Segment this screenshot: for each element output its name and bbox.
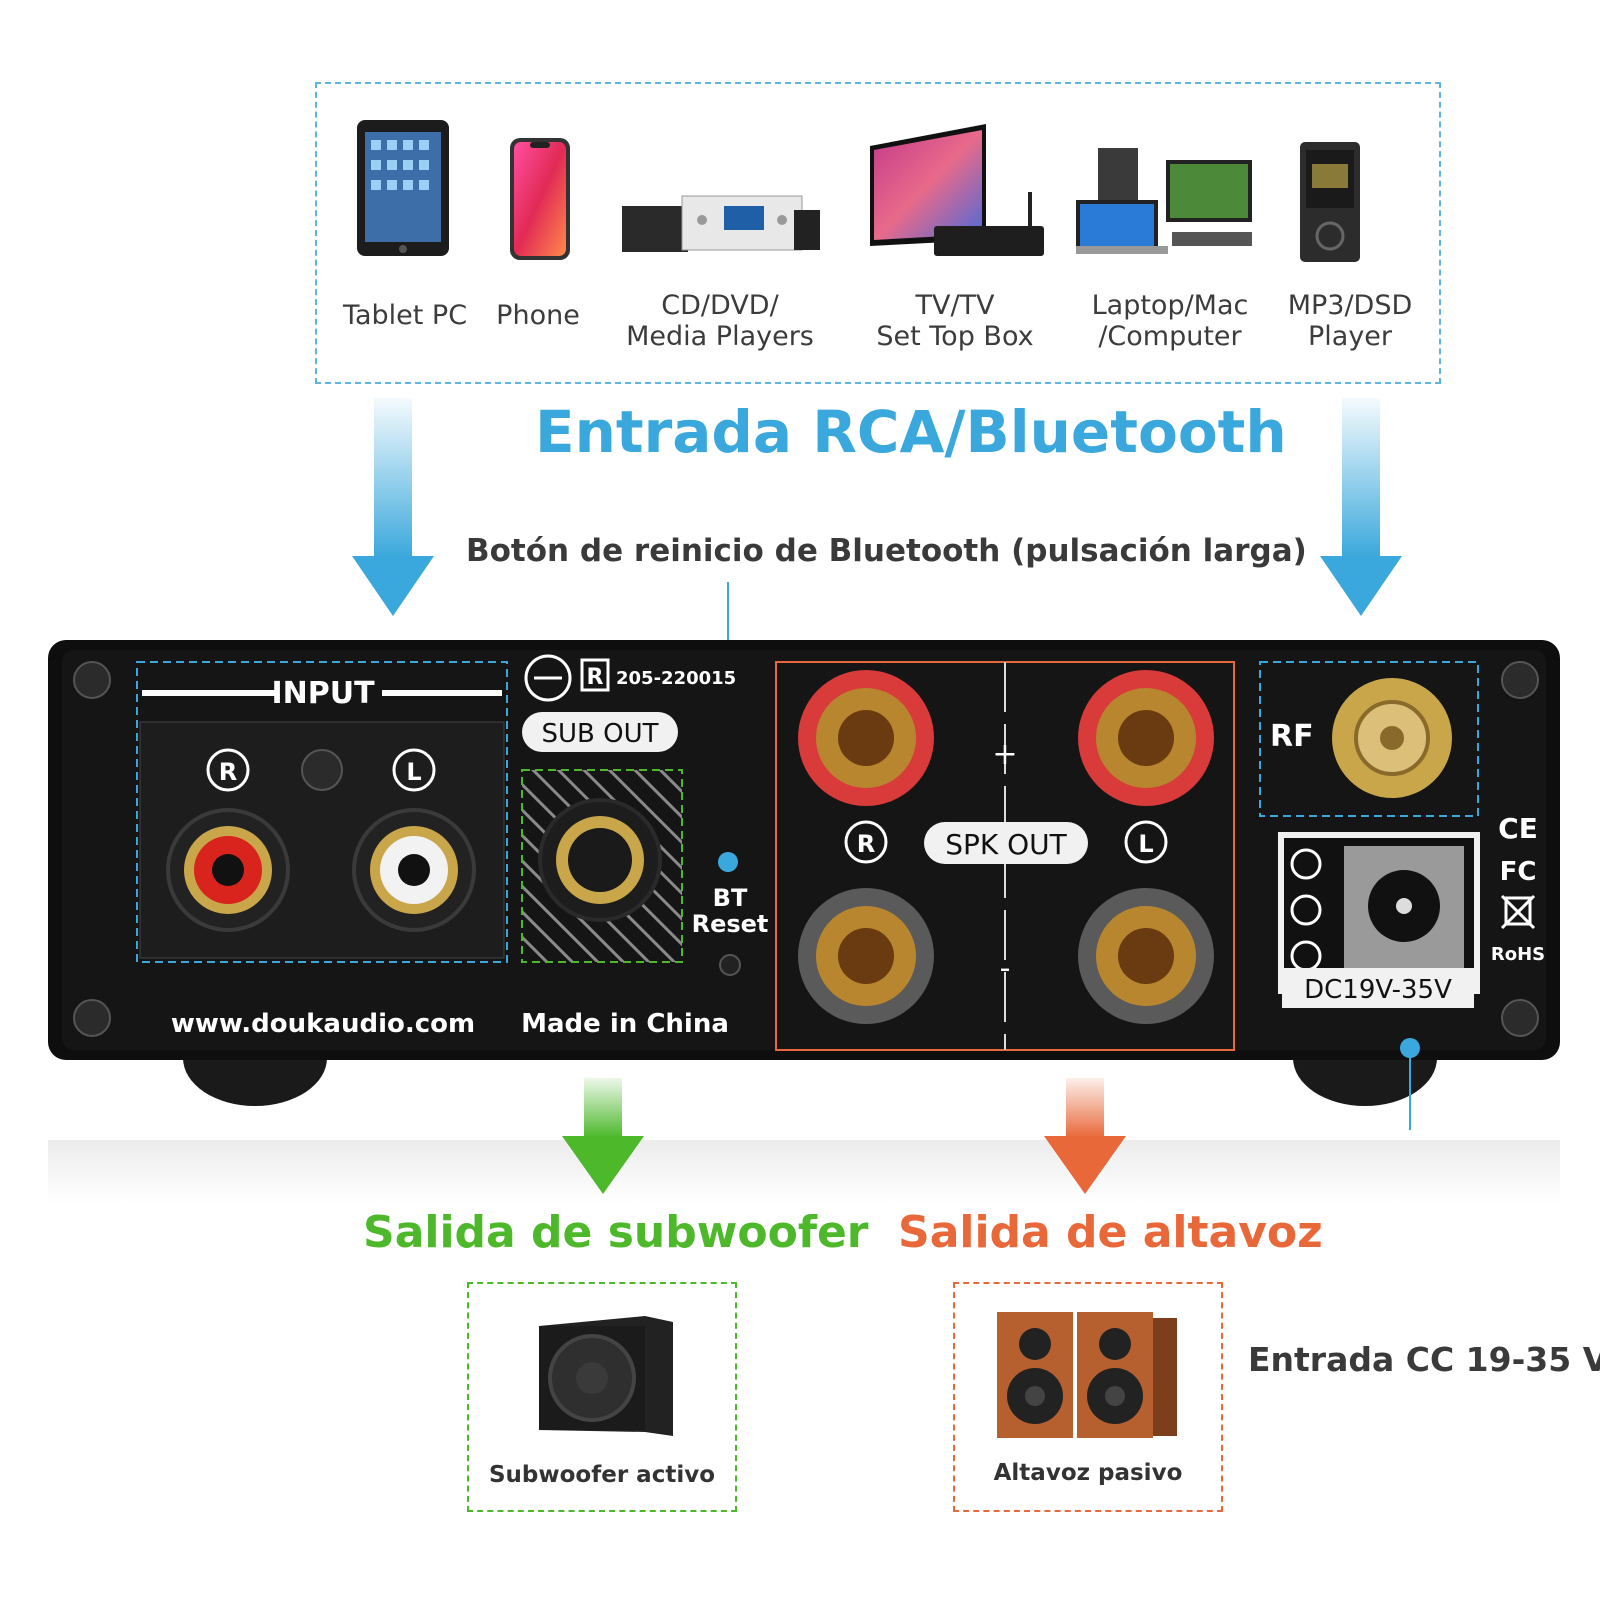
spk-post-left-negative[interactable] — [1078, 888, 1214, 1024]
rca-input-left[interactable] — [352, 808, 476, 932]
phone-icon — [510, 138, 570, 260]
sub-out-heading: Salida de subwoofer — [363, 1207, 869, 1258]
tablet-icon — [357, 120, 449, 256]
fc-mark: FC — [1500, 857, 1537, 887]
input-l-label: L — [406, 758, 421, 786]
speakers-icon — [997, 1312, 1177, 1438]
cert-code: 205-220015 — [616, 668, 736, 689]
ce-mark: CE — [1498, 812, 1538, 845]
subwoofer-icon — [539, 1316, 673, 1436]
panel-reflection — [48, 1140, 1560, 1204]
spk-post-right-negative[interactable] — [798, 888, 934, 1024]
sub-out-label: SUB OUT — [541, 719, 658, 749]
spk-out-heading: Salida de altavoz — [898, 1207, 1323, 1258]
speaker-box: Altavoz pasivo — [953, 1282, 1223, 1512]
subwoofer-box: Subwoofer activo — [467, 1282, 737, 1512]
dc-label: DC19V-35V — [1304, 975, 1452, 1005]
reset-label: Reset — [692, 910, 769, 938]
computer-icon — [1076, 148, 1252, 254]
spk-post-left-positive[interactable] — [1078, 670, 1214, 806]
tv-settop-icon — [870, 124, 1044, 256]
amplifier-back-panel: INPUT R L R 205-220015 SUB OUT BT Reset — [48, 582, 1560, 1130]
media-player-label: CD/DVD/ Media Players — [626, 290, 814, 352]
spk-minus-label: - — [1000, 951, 1011, 986]
made-in-text: Made in China — [521, 1009, 729, 1039]
spk-post-right-positive[interactable] — [798, 670, 934, 806]
rf-label: RF — [1270, 719, 1314, 754]
input-heading: Entrada RCA/Bluetooth — [535, 398, 1287, 466]
mp3-player-icon — [1300, 142, 1360, 262]
cert-r-mark: R — [587, 665, 604, 690]
rca-input-right[interactable] — [166, 808, 290, 932]
orange-arrow — [1044, 1078, 1126, 1194]
tv-settop-label: TV/TV Set Top Box — [876, 290, 1034, 352]
mp3-player-label: MP3/DSD Player — [1287, 290, 1413, 352]
computer-label: Laptop/Mac /Computer — [1091, 290, 1249, 352]
dc-in-heading: Entrada CC 19-35 V — [1248, 1340, 1600, 1379]
green-arrow — [562, 1078, 644, 1194]
spk-plus-label: + — [992, 737, 1017, 772]
blue-arrow-left — [352, 398, 434, 616]
bt-reset-note: Botón de reinicio de Bluetooth (pulsació… — [466, 533, 1307, 569]
input-r-label: R — [219, 758, 237, 786]
rohs-mark: RoHS — [1491, 944, 1545, 965]
input-label: INPUT — [271, 676, 375, 711]
spk-out-label: SPK OUT — [945, 828, 1067, 861]
spk-r-label: R — [857, 830, 875, 858]
subwoofer-label: Subwoofer activo — [488, 1462, 716, 1488]
tablet-label: Tablet PC — [342, 300, 468, 331]
phone-label: Phone — [496, 300, 580, 331]
sub-out-jack[interactable] — [538, 798, 662, 922]
bt-label: BT — [713, 884, 748, 912]
spk-l-label: L — [1138, 830, 1153, 858]
media-player-icon — [622, 195, 820, 252]
bt-reset-button[interactable] — [719, 954, 741, 976]
rf-antenna-connector[interactable] — [1332, 678, 1452, 798]
speaker-label: Altavoz pasivo — [993, 1460, 1183, 1486]
blue-arrow-right — [1320, 398, 1402, 616]
website-text: www.doukaudio.com — [171, 1009, 475, 1039]
source-devices-box — [315, 82, 1441, 384]
weee-icon — [1500, 894, 1536, 930]
